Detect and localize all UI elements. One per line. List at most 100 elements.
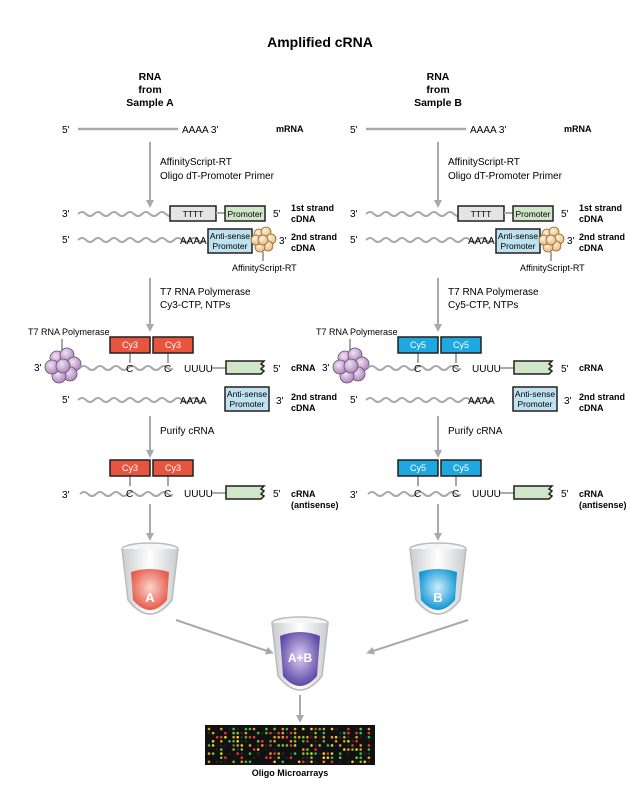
microarray-spot <box>220 752 223 755</box>
combined-liquid <box>280 632 320 686</box>
template-three-prime: 3' <box>276 396 284 407</box>
microarray-spot <box>248 727 252 731</box>
template-wave <box>77 397 205 403</box>
microarray-spot <box>244 760 248 764</box>
microarray-spot <box>359 735 363 739</box>
purified-c-2: C <box>164 489 171 500</box>
purified-promoter-fragment <box>513 485 554 500</box>
microarray-spot <box>326 756 330 759</box>
purified-c-1: C <box>414 489 421 500</box>
microarray-spot <box>265 748 268 751</box>
template-antisense-2: Promoter <box>230 399 265 409</box>
microarray-spot <box>338 752 342 755</box>
microarray-spot <box>330 760 334 764</box>
mrna-label: mRNA <box>564 124 592 134</box>
second-strand-aaaa: AAAA <box>468 236 495 247</box>
crna-label: cRNA <box>579 363 604 373</box>
microarray-spot <box>236 752 239 755</box>
combined-tube-label: A+B <box>288 651 313 665</box>
step3-label: Purify cRNA <box>448 426 503 437</box>
first-strand-three-prime: 3' <box>62 209 70 220</box>
polymerase-label: T7 RNA Polymerase <box>28 327 110 337</box>
microarray-spot <box>211 731 215 735</box>
microarray-spot <box>330 744 334 747</box>
microarray-spot <box>248 752 252 755</box>
template-label-2: cDNA <box>579 403 604 413</box>
step3-label: Purify cRNA <box>160 426 215 437</box>
microarray-spot <box>306 752 309 755</box>
tube-label: A <box>145 590 155 605</box>
microarray-spot <box>322 727 326 731</box>
polymerase-label: T7 RNA Polymerase <box>316 327 398 337</box>
microarray-spot <box>338 731 342 735</box>
first-strand-label-2: cDNA <box>291 214 316 224</box>
microarray-spot <box>244 731 248 735</box>
microarray-spot <box>285 727 289 731</box>
microarray-spot <box>359 752 363 755</box>
microarray-spot <box>293 744 297 747</box>
purified-dye-label-1: Cy5 <box>410 463 426 473</box>
microarray-spot <box>322 740 326 743</box>
microarray-spot <box>338 744 342 747</box>
microarray-spot <box>347 727 350 731</box>
first-strand-wave <box>365 211 469 217</box>
cytidine-label-1: C <box>126 364 133 375</box>
microarray-spot <box>273 752 276 755</box>
microarray-spot <box>314 740 317 743</box>
first-strand-label-1: 1st strand <box>291 203 334 213</box>
mrna-label: mRNA <box>276 124 304 134</box>
first-strand-label-2: cDNA <box>579 214 604 224</box>
purified-uuuu: UUUU <box>472 489 501 500</box>
microarray-spot <box>322 760 326 764</box>
microarray-spot <box>322 756 326 759</box>
mrna-poly-a: AAAA 3' <box>470 125 506 136</box>
microarray-spot <box>326 752 330 755</box>
sample-label-line3: Sample B <box>414 97 462 109</box>
tttt-label: TTTT <box>471 209 492 219</box>
tube-liquid <box>419 569 457 610</box>
microarray-spot <box>318 727 322 731</box>
tube-liquid <box>131 569 169 610</box>
dye-label-1: Cy3 <box>122 340 138 350</box>
microarray-spot <box>261 744 264 747</box>
tttt-label: TTTT <box>183 209 204 219</box>
template-antisense-box <box>512 386 558 412</box>
microarray-spot <box>232 731 235 735</box>
microarray-spot <box>261 731 264 735</box>
microarray-spot <box>207 727 211 731</box>
microarray-spot <box>220 740 223 743</box>
microarray-spot <box>363 760 367 764</box>
second-strand-aaaa: AAAA <box>180 236 207 247</box>
template-label-1: 2nd strand <box>579 392 625 402</box>
cytidine-label-2: C <box>452 364 459 375</box>
microarray-spot <box>322 735 326 739</box>
cytidine-label-1: C <box>414 364 421 375</box>
t7-polymerase-icon <box>44 347 82 384</box>
microarray-spot <box>228 752 231 755</box>
microarray-spot <box>269 731 272 735</box>
second-strand-three-prime: 3' <box>279 236 287 247</box>
purified-wave <box>79 491 173 497</box>
second-strand-label-1: 2nd strand <box>579 232 625 242</box>
microarray-spot <box>293 731 297 735</box>
microarray-spot <box>322 731 326 735</box>
microarray-spot <box>318 752 322 755</box>
microarray-spot <box>277 744 281 747</box>
microarray-spot <box>220 735 223 739</box>
template-wave <box>365 397 493 403</box>
microarray-spot <box>359 731 363 735</box>
microarray-spot <box>302 727 305 731</box>
microarray-spot <box>232 727 235 731</box>
purified-dye-label-1: Cy3 <box>122 463 138 473</box>
microarray-spot <box>334 735 338 739</box>
microarray-spot <box>367 744 371 747</box>
microarray-spot <box>273 735 276 739</box>
template-antisense-2: Promoter <box>518 399 553 409</box>
sample-tube: B <box>409 542 467 615</box>
dye-label-2: Cy3 <box>165 340 181 350</box>
microarray-spot <box>228 740 231 743</box>
microarray-spot <box>248 760 252 764</box>
template-five-prime: 5' <box>350 395 358 406</box>
first-strand-label-1: 1st strand <box>579 203 622 213</box>
